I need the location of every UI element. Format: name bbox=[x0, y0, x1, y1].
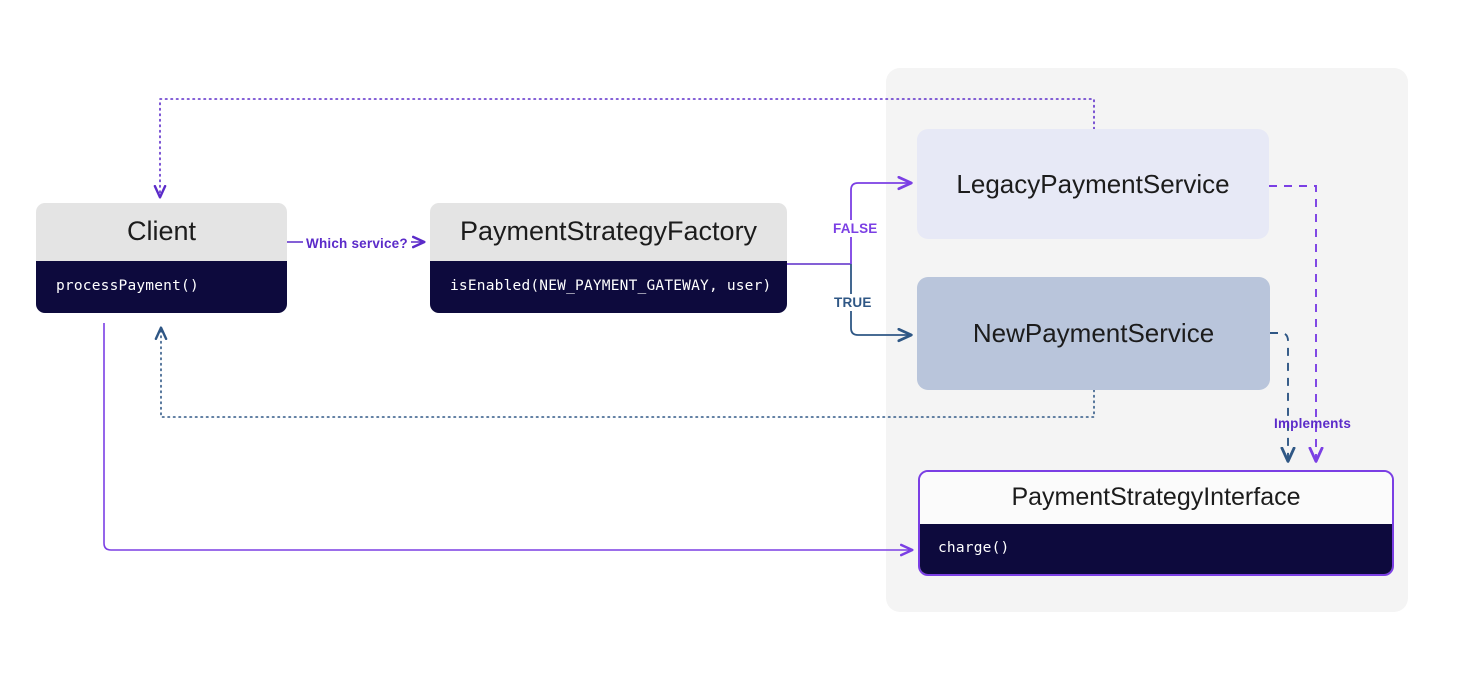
edge-client-calls-charge bbox=[103, 323, 912, 550]
node-factory-method: isEnabled(NEW_PAYMENT_GATEWAY, user) bbox=[430, 261, 787, 313]
node-payment-strategy-factory[interactable]: PaymentStrategyFactory isEnabled(NEW_PAY… bbox=[430, 203, 787, 313]
node-new-payment-service[interactable]: NewPaymentService bbox=[917, 277, 1270, 390]
node-legacy-payment-service[interactable]: LegacyPaymentService bbox=[917, 129, 1269, 239]
edge-label-implements: Implements bbox=[1274, 416, 1352, 431]
edge-label-true: TRUE bbox=[831, 294, 875, 311]
node-new-payment-service-label: NewPaymentService bbox=[972, 318, 1215, 348]
node-interface-method: charge() bbox=[920, 524, 1392, 574]
node-client[interactable]: Client processPayment() bbox=[36, 203, 287, 313]
node-client-title: Client bbox=[36, 203, 287, 261]
edge-label-false: FALSE bbox=[830, 220, 881, 237]
node-payment-strategy-interface[interactable]: PaymentStrategyInterface charge() bbox=[918, 470, 1394, 576]
node-factory-title: PaymentStrategyFactory bbox=[430, 203, 787, 261]
node-interface-title: PaymentStrategyInterface bbox=[920, 472, 1392, 524]
node-legacy-payment-service-label: LegacyPaymentService bbox=[956, 168, 1230, 199]
edge-label-which-service: Which service? bbox=[303, 235, 411, 252]
node-client-method: processPayment() bbox=[36, 261, 287, 313]
